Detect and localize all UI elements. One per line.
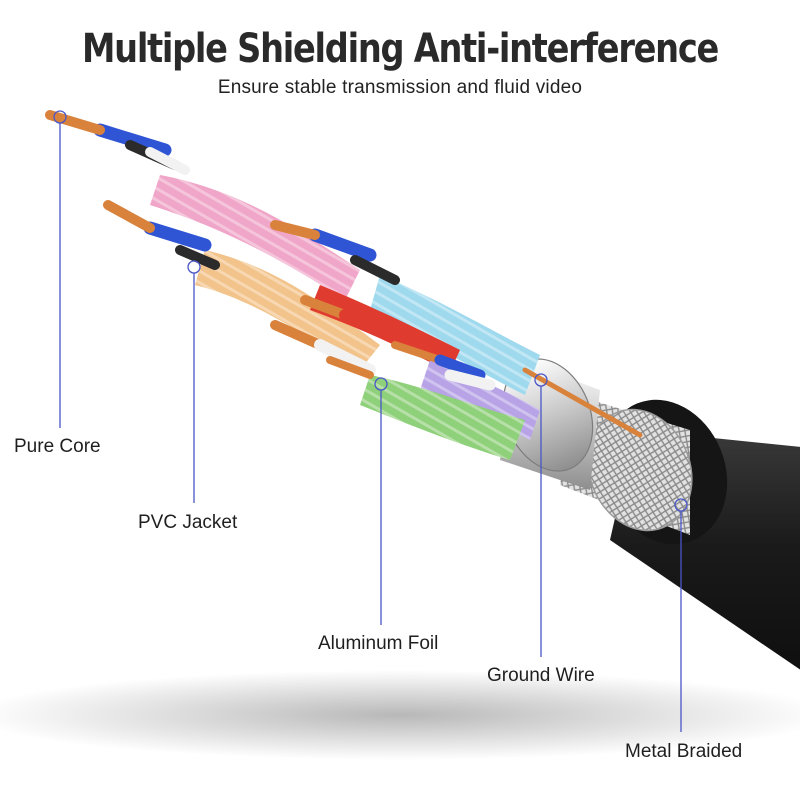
leader-lines (53, 110, 688, 732)
callout-pure-core: Pure Core (14, 436, 101, 457)
callout-metal-braided: Metal Braided (625, 741, 743, 762)
callout-ground-wire: Ground Wire (487, 665, 595, 686)
pvc-jacket-marker (187, 260, 201, 274)
page-title: Multiple Shielding Anti-interference (81, 26, 719, 72)
callout-aluminum-foil: Aluminum Foil (318, 633, 439, 654)
conductors (45, 110, 643, 438)
page-subtitle: Ensure stable transmission and fluid vid… (217, 77, 583, 98)
callout-pvc-jacket: PVC Jacket (138, 512, 238, 533)
twisted-pairs (150, 175, 540, 460)
